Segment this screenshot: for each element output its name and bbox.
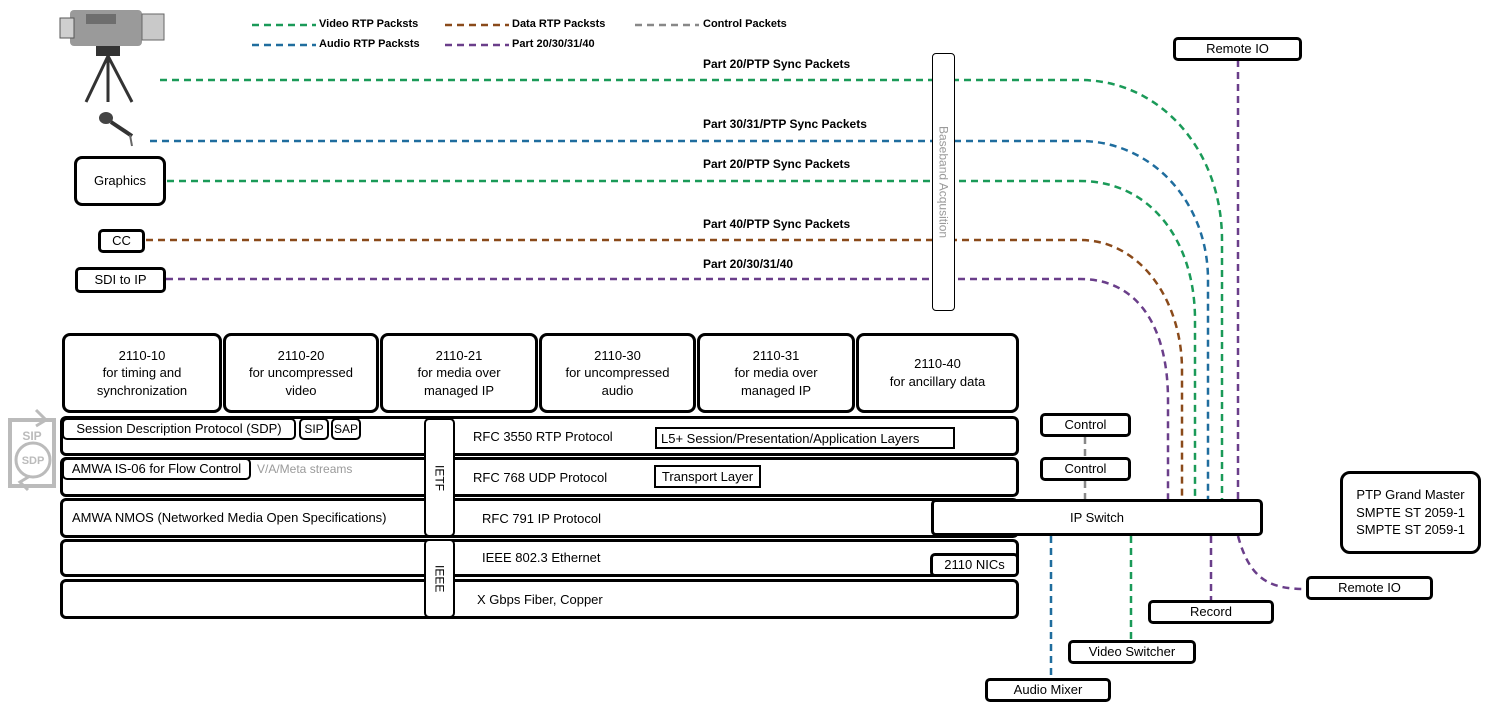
l5-layers-box[interactable]: L5+ Session/Presentation/Application Lay… — [655, 427, 955, 449]
packet-label-cc: Part 40/PTP Sync Packets — [703, 217, 851, 231]
packet-label-sdi: Part 20/30/31/40 — [703, 257, 794, 271]
nmos-label: AMWA NMOS (Networked Media Open Specific… — [72, 510, 387, 525]
standard-2110-31: 2110-31 for media over managed IP — [697, 333, 855, 413]
standard-code: 2110-31 — [752, 347, 800, 363]
ietf-label: IETF — [432, 464, 447, 491]
ip-label: RFC 791 IP Protocol — [482, 511, 601, 526]
legend-data-label: Data RTP Packsts — [512, 18, 606, 30]
fiber-label: X Gbps Fiber, Copper — [477, 592, 603, 607]
packet-label-graphics: Part 20/PTP Sync Packets — [703, 157, 851, 171]
legend-part-label: Part 20/30/31/40 — [512, 38, 595, 50]
audio-mixer-box[interactable]: Audio Mixer — [985, 678, 1111, 702]
legend-video-label: Video RTP Packsts — [319, 18, 419, 30]
stack-row-physical — [60, 579, 1019, 619]
standard-desc: for uncompressed video — [248, 365, 354, 398]
standard-desc: for media over managed IP — [417, 365, 501, 398]
standard-2110-21: 2110-21 for media over managed IP — [380, 333, 538, 413]
ptp-line-1: PTP Grand Master — [1356, 487, 1465, 503]
ptp-grand-master-box[interactable]: PTP Grand Master SMPTE ST 2059-1 SMPTE S… — [1340, 471, 1481, 554]
va-meta-streams-label: V/A/Meta streams — [257, 462, 353, 476]
remote-io-right-box[interactable]: Remote IO — [1306, 576, 1433, 600]
standard-desc: for uncompressed audio — [565, 365, 670, 398]
remote-io-top-box[interactable]: Remote IO — [1173, 37, 1302, 61]
sap-box[interactable]: SAP — [331, 418, 361, 440]
ethernet-label: IEEE 802.3 Ethernet — [482, 550, 601, 565]
record-box[interactable]: Record — [1148, 600, 1274, 624]
ip-switch-box[interactable]: IP Switch — [931, 499, 1263, 536]
standard-code: 2110-30 — [594, 347, 641, 363]
ptp-line-2: SMPTE ST 2059-1 — [1356, 504, 1465, 520]
graphics-box[interactable]: Graphics — [74, 156, 166, 206]
camera-video-line — [160, 78, 1224, 500]
cc-box[interactable]: CC — [98, 229, 145, 253]
rtp-label: RFC 3550 RTP Protocol — [473, 429, 613, 444]
is06-box[interactable]: AMWA IS-06 for Flow Control — [62, 458, 251, 480]
stack-row-datalink — [60, 539, 1019, 577]
remote-io-right-line — [1236, 535, 1307, 591]
standard-code: 2110-21 — [435, 347, 483, 363]
legend-control-label: Control Packets — [703, 18, 787, 30]
sdi-to-ip-box[interactable]: SDI to IP — [75, 267, 166, 293]
ieee-label: IEEE — [432, 564, 447, 593]
standard-code: 2110-20 — [277, 347, 325, 363]
udp-label: RFC 768 UDP Protocol — [473, 470, 608, 485]
transport-layer-box[interactable]: Transport Layer — [654, 465, 761, 488]
sdp-box[interactable]: Session Description Protocol (SDP) — [62, 418, 296, 440]
nics-box[interactable]: 2110 NICs — [930, 553, 1019, 577]
standard-2110-30: 2110-30 for uncompressed audio — [539, 333, 696, 413]
ietf-box: IETF — [424, 418, 455, 537]
sdp-icon-text: SDP — [22, 455, 45, 467]
graphics-video-line — [167, 179, 1197, 500]
sdi-part-line — [166, 277, 1170, 500]
baseband-label: Baseband Acqusition — [936, 125, 951, 239]
standard-2110-40: 2110-40 for ancillary data — [856, 333, 1019, 413]
mic-audio-line — [150, 139, 1210, 500]
baseband-acquisition-bar: Baseband Acqusition — [932, 53, 955, 311]
standard-2110-20: 2110-20 for uncompressed video — [223, 333, 379, 413]
packet-label-camera: Part 20/PTP Sync Packets — [703, 57, 851, 71]
standard-code: 2110-10 — [118, 347, 166, 363]
sip-sdp-icon: SIP SDP — [8, 408, 56, 492]
control-box-2[interactable]: Control — [1040, 457, 1131, 481]
standard-desc: for ancillary data — [889, 374, 986, 389]
sip-icon-text: SIP — [22, 429, 41, 443]
standard-code: 2110-40 — [914, 356, 961, 372]
ptp-line-3: SMPTE ST 2059-1 — [1356, 522, 1465, 538]
microphone-icon — [99, 112, 134, 147]
camera-icon — [59, 10, 165, 103]
packet-label-mic: Part 30/31/PTP Sync Packets — [703, 117, 867, 131]
video-switcher-box[interactable]: Video Switcher — [1068, 640, 1196, 664]
control-box-1[interactable]: Control — [1040, 413, 1131, 437]
legend-audio-label: Audio RTP Packsts — [319, 38, 420, 50]
standard-desc: for timing and synchronization — [96, 365, 188, 398]
stack-row-network — [60, 498, 1019, 538]
sip-box[interactable]: SIP — [299, 418, 329, 440]
standard-desc: for media over managed IP — [734, 365, 818, 398]
cc-data-line — [146, 238, 1184, 500]
ieee-box: IEEE — [424, 539, 455, 618]
standard-2110-10: 2110-10 for timing and synchronization — [62, 333, 222, 413]
